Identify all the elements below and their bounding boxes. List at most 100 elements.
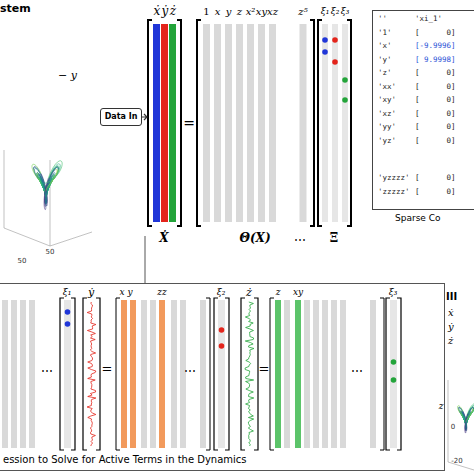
math-symbol: ẏ — [88, 287, 94, 298]
table-cell: [ 9.9998] — [415, 56, 456, 64]
table-cell: 'xz' — [378, 110, 396, 118]
matrix-column — [141, 300, 147, 448]
table-cell: [ 0] — [415, 137, 456, 145]
regression-panel: ession to Solve for Active Terms in the … — [0, 283, 445, 471]
matrix-column — [153, 24, 160, 222]
matrix-column — [304, 300, 310, 448]
math-symbol: 0 — [451, 424, 455, 431]
axis-box — [448, 380, 474, 470]
math-symbol: y — [226, 7, 232, 17]
math-symbol: z — [439, 402, 444, 411]
matrix-column — [161, 24, 168, 222]
math-symbol: ẋ — [154, 5, 161, 17]
matrix-column — [340, 300, 346, 448]
matrix-column — [332, 24, 338, 222]
panel-caption: ession to Solve for Active Terms in the … — [3, 455, 247, 465]
matrix-column — [390, 300, 397, 448]
zoom-line — [145, 236, 146, 283]
coefficient-dot — [322, 37, 328, 43]
coefficient-dot — [332, 37, 338, 43]
coefficient-dot — [342, 97, 348, 103]
matrix-column — [171, 300, 177, 448]
attractor-trajectory — [461, 411, 465, 422]
attractor-trajectory — [37, 174, 44, 192]
matrix-column — [130, 300, 136, 448]
matrix-column — [159, 300, 165, 448]
matrix-bracket — [60, 298, 75, 450]
attractor-trajectory — [463, 415, 465, 421]
table-cell: 'zzzzz' — [378, 188, 410, 196]
signal-trace — [245, 302, 254, 446]
attractor-trajectory — [37, 173, 46, 195]
table-cell: 'yzzzz' — [378, 174, 410, 182]
table-cell: 'xi_1' — [415, 15, 442, 23]
panel-title: stem — [0, 3, 31, 14]
math-symbol: zz — [157, 288, 166, 297]
table-cell: 'y' — [378, 56, 392, 64]
matrix-column — [295, 300, 301, 448]
math-symbol: ⋯ — [294, 234, 306, 246]
math-symbol: ξ₃ — [341, 7, 350, 16]
table-cell: 'yy' — [378, 123, 396, 131]
math-symbol: ξ₁ — [63, 288, 72, 297]
table-cell: [ 0] — [415, 96, 456, 104]
math-symbol: Ξ — [330, 232, 338, 244]
coefficient-dot — [219, 343, 225, 349]
math-symbol: ẏ — [162, 5, 169, 17]
matrix-bracket — [241, 298, 258, 450]
matrix-column — [247, 24, 254, 222]
matrix-column — [29, 300, 35, 448]
matrix-column — [225, 24, 232, 222]
coefficient-dot — [219, 327, 225, 333]
coefficient-dot — [391, 377, 397, 383]
math-symbol: x² — [246, 7, 256, 17]
math-symbol: Θ(X) — [239, 232, 270, 244]
matrix-bracket — [270, 298, 384, 450]
matrix-bracket — [214, 298, 229, 450]
coefficient-dot — [332, 59, 338, 65]
matrix-column — [2, 300, 8, 448]
matrix-bracket — [386, 298, 401, 450]
matrix-column — [313, 300, 319, 448]
table-cell: [-9.9996] — [415, 42, 456, 50]
table-cell: 'x' — [378, 42, 392, 50]
matrix-column — [121, 300, 127, 448]
math-symbol: ⋯ — [41, 365, 53, 377]
matrix-column — [214, 24, 221, 222]
math-symbol: = — [259, 362, 270, 375]
math-symbol: x — [215, 7, 221, 17]
axis-box — [4, 150, 92, 246]
math-symbol: z — [237, 7, 242, 17]
math-symbol: ż — [170, 5, 176, 17]
math-symbol: = — [102, 362, 113, 375]
math-symbol: xy — [256, 7, 267, 17]
attractor-trajectory — [460, 411, 465, 424]
matrix-column — [200, 300, 206, 448]
attractor-trajectory — [45, 167, 58, 202]
math-symbol: ξ₃ — [389, 288, 398, 297]
table-cell: 'yz' — [378, 137, 396, 145]
matrix-column — [64, 300, 71, 448]
math-symbol: x y — [119, 288, 132, 297]
attractor-trajectory — [461, 412, 466, 423]
axis-tick: 50 — [18, 258, 27, 265]
table-cell: 'xx' — [378, 83, 396, 91]
coefficient-dot — [322, 49, 328, 55]
table-cell: [ 0] — [415, 174, 456, 182]
table-cell: 'z' — [378, 69, 392, 77]
math-symbol: ξ₂ — [331, 7, 340, 16]
matrix-column — [218, 300, 225, 448]
math-symbol: ż — [246, 287, 252, 298]
table-cell: 'xy' — [378, 96, 396, 104]
math-symbol: xz — [267, 7, 278, 17]
coefficient-table: '''xi_1''1'[ 0]'x'[-9.9996]'y'[ 9.9998]'… — [372, 10, 474, 210]
data-in-box: Data In — [100, 108, 142, 126]
table-cell: [ 0] — [415, 123, 456, 131]
matrix-bracket — [116, 298, 210, 450]
table-cell: [ 0] — [415, 69, 456, 77]
math-symbol: xy — [293, 288, 303, 297]
matrix-column — [258, 24, 265, 222]
attractor-trajectory — [46, 161, 62, 183]
math-symbol: ẏ — [448, 322, 454, 332]
matrix-column — [284, 300, 290, 448]
